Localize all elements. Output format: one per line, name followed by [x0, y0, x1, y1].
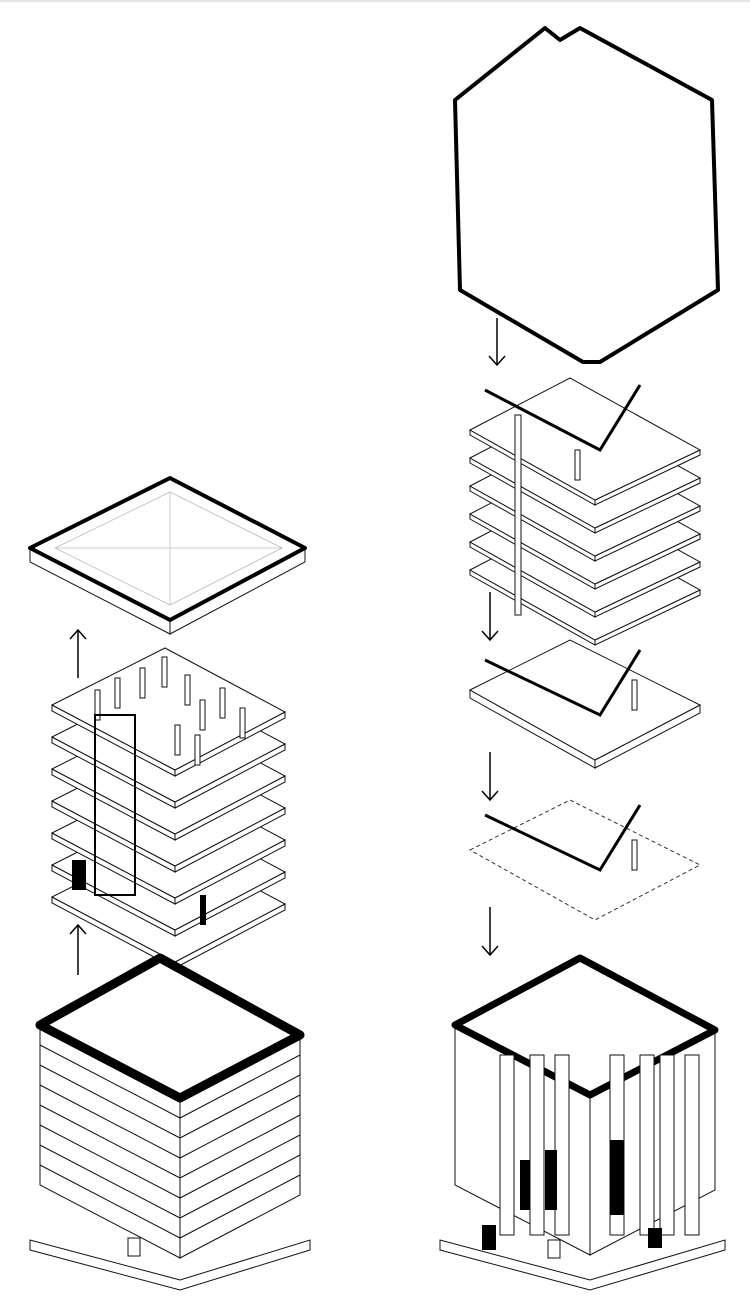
column	[219, 687, 226, 719]
solid-wall	[545, 1150, 557, 1210]
arrow-down-icon	[481, 907, 499, 957]
floor-slab-top-face	[468, 639, 702, 761]
floor-line	[39, 1084, 301, 1159]
door	[547, 1239, 561, 1259]
column	[631, 839, 638, 871]
column	[184, 674, 191, 706]
facade-fin	[684, 1054, 700, 1236]
arrow-head	[481, 790, 499, 802]
arrow-down-icon	[488, 318, 506, 367]
building-rim	[35, 953, 305, 1103]
solid-wall	[520, 1160, 530, 1210]
column	[574, 449, 581, 481]
column	[239, 707, 246, 739]
arrow-head	[481, 630, 499, 642]
arrow-head	[69, 628, 87, 640]
column	[194, 734, 201, 766]
column	[199, 699, 206, 731]
core-wall	[94, 714, 136, 896]
facade-fin	[659, 1054, 675, 1236]
floor-slab-top-face	[468, 377, 702, 501]
floor-line	[39, 1104, 301, 1179]
floor-line	[39, 1044, 301, 1119]
column	[174, 724, 181, 756]
solid-wall	[72, 860, 86, 890]
wall-line	[484, 804, 642, 872]
solid-wall	[610, 1140, 624, 1215]
door	[127, 1237, 141, 1257]
arrows	[69, 318, 506, 975]
arrow-up-icon	[69, 628, 87, 678]
arrow-up-icon	[69, 923, 87, 975]
column	[94, 689, 101, 721]
facade-fin	[529, 1054, 545, 1236]
roof-slab-outline	[28, 476, 307, 622]
building-rim	[451, 954, 719, 1099]
solid-wall	[648, 1228, 662, 1248]
arrow-down-icon	[481, 592, 499, 642]
floor-line	[39, 1164, 301, 1239]
column	[114, 677, 121, 709]
facade-fin	[554, 1054, 570, 1236]
facade-fin	[499, 1054, 515, 1236]
left-column	[28, 476, 311, 1291]
right-column	[439, 26, 726, 1291]
wall-line	[484, 384, 642, 452]
core-wall	[514, 414, 522, 616]
arrow-head	[481, 945, 499, 957]
arrow-head	[488, 355, 506, 367]
column	[139, 667, 146, 699]
floor-line	[39, 1064, 301, 1139]
wall-line	[484, 649, 642, 717]
facade-fin	[639, 1054, 655, 1236]
roof-slab-top-face	[28, 477, 307, 621]
ground-slab-dashed	[468, 799, 702, 921]
solid-wall	[482, 1225, 496, 1250]
solid-wall	[200, 895, 206, 925]
column	[631, 679, 638, 711]
plinth	[29, 1239, 311, 1291]
arrow-head	[69, 923, 87, 935]
column	[161, 656, 168, 688]
floor-line	[39, 1144, 301, 1219]
site-boundary-outline	[453, 26, 720, 364]
arrow-down-icon	[481, 752, 499, 802]
floor-line	[39, 1124, 301, 1199]
plinth	[439, 1239, 726, 1291]
